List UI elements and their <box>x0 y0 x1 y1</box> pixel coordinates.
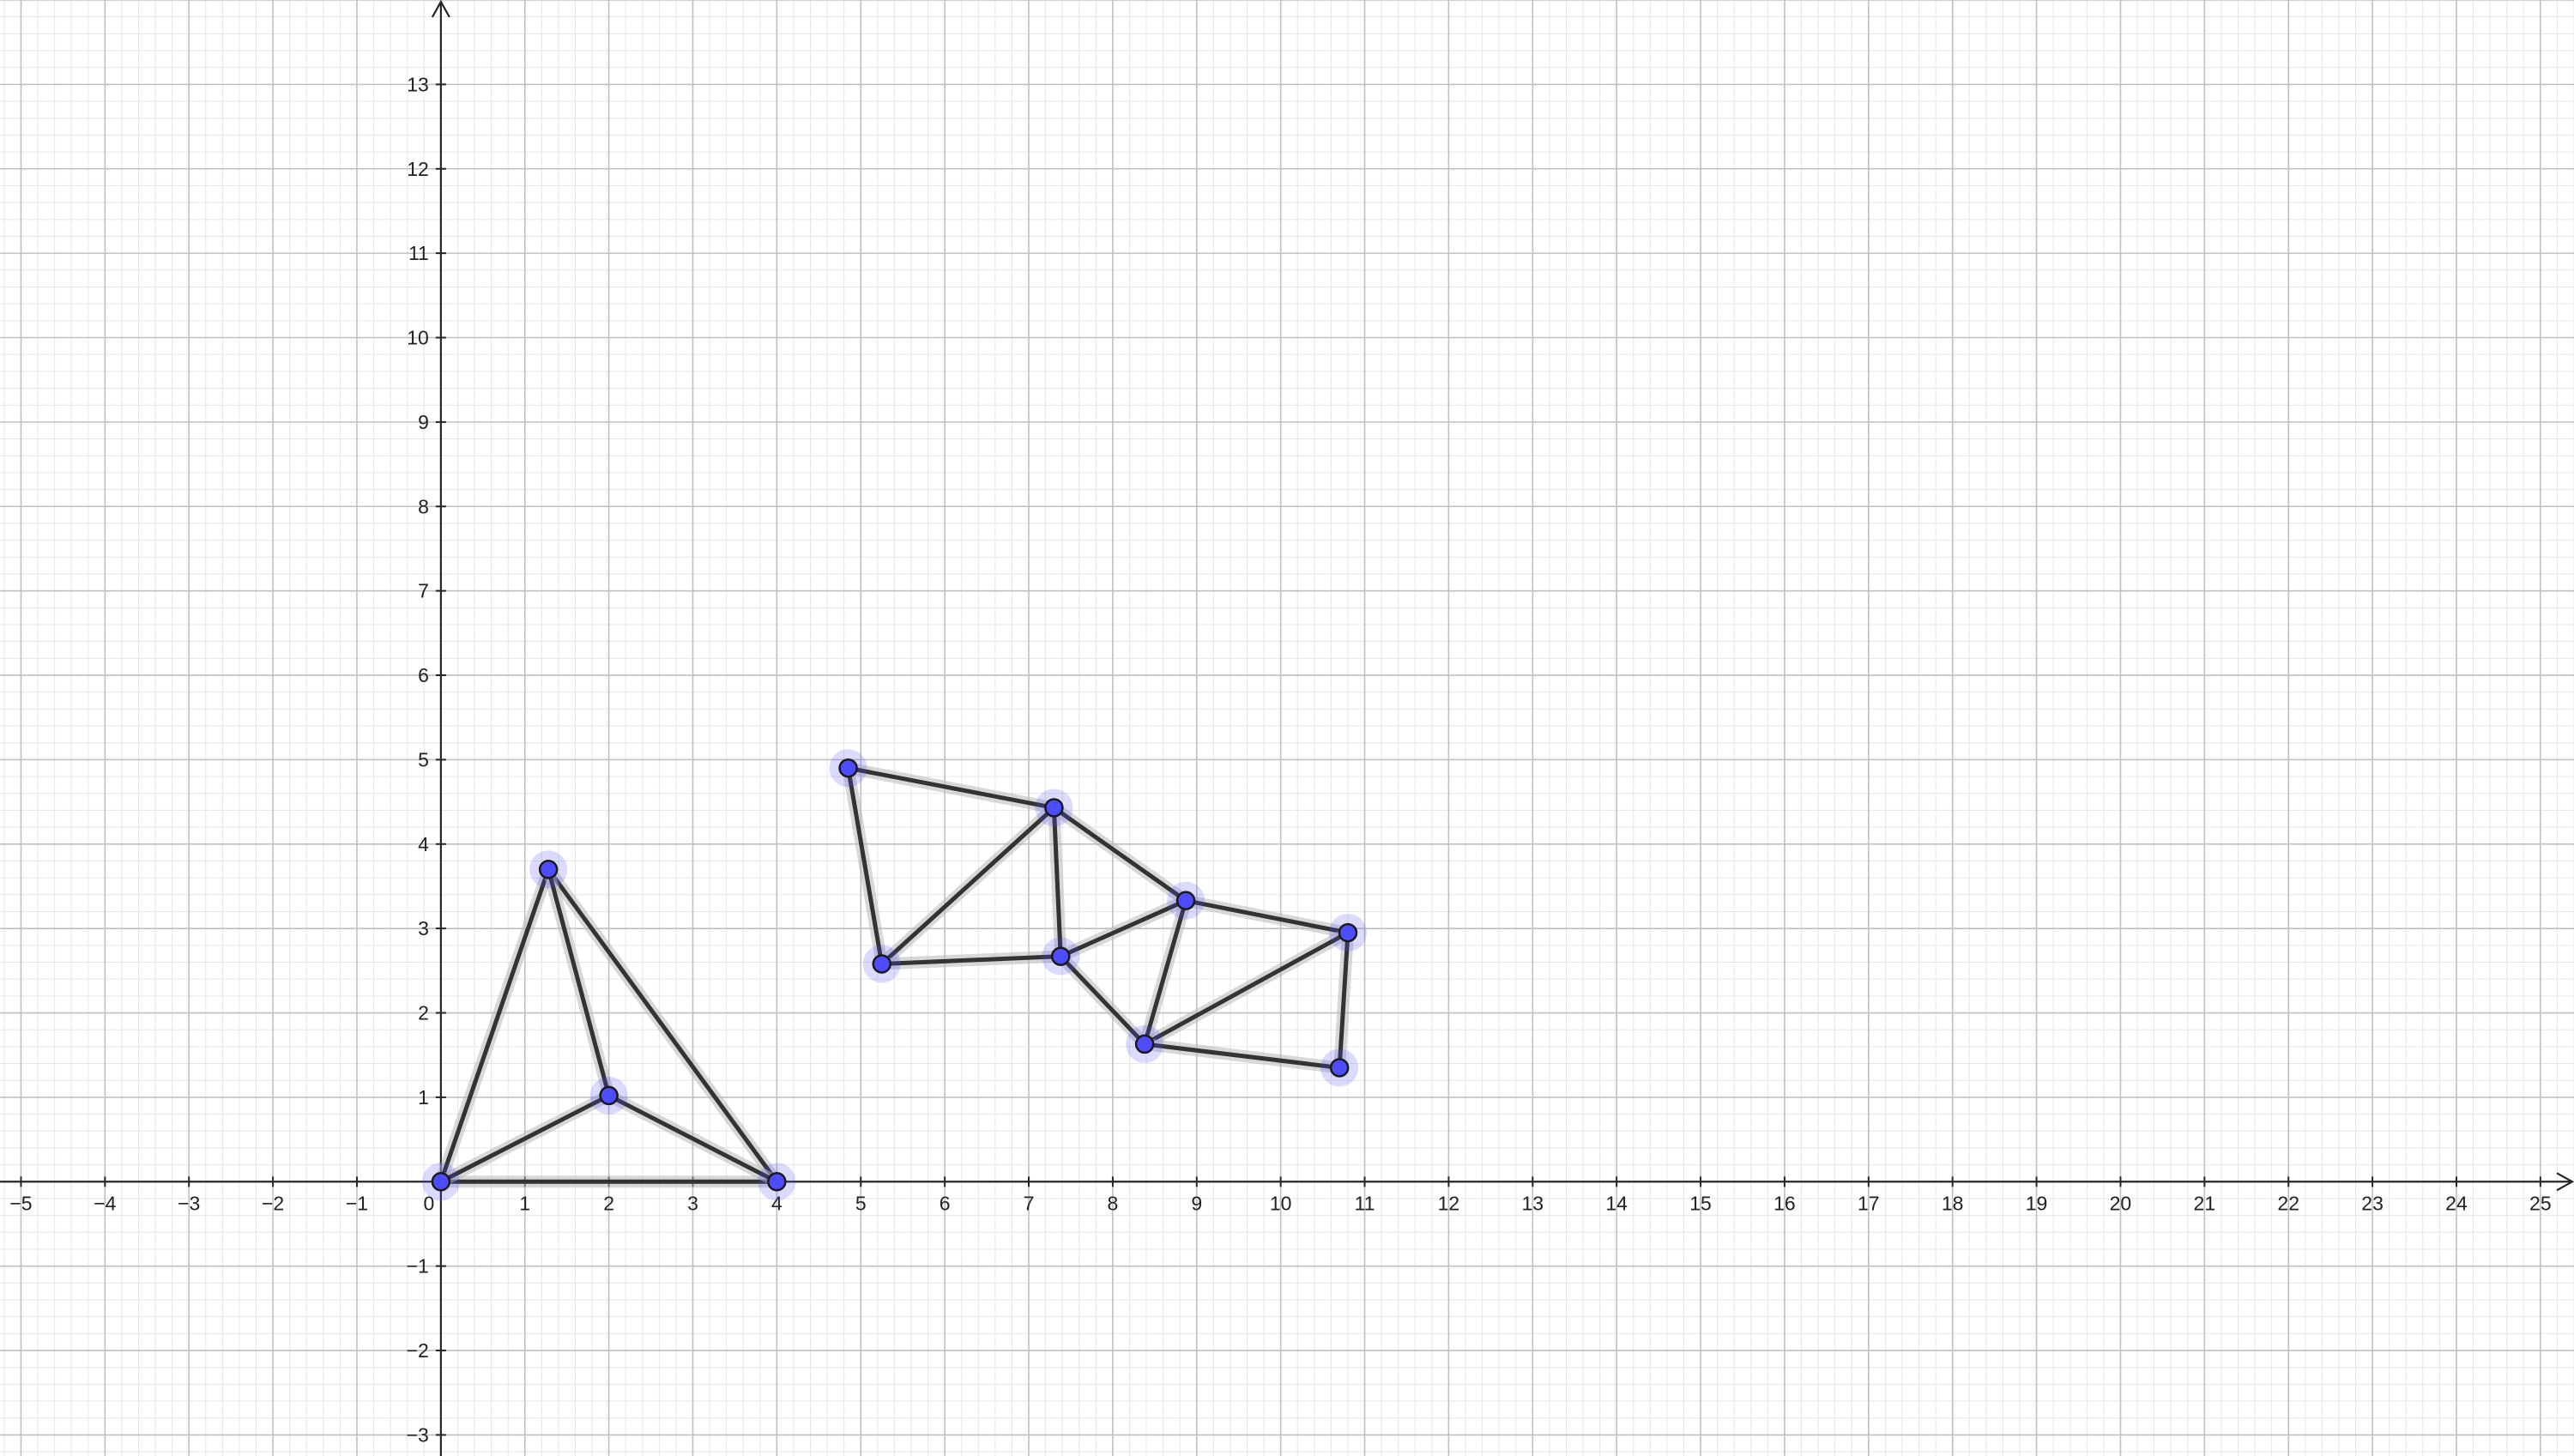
x-tick-label: 13 <box>1522 1192 1544 1214</box>
point <box>1044 798 1064 818</box>
edges <box>434 762 1354 1188</box>
x-tick-label: 7 <box>1024 1192 1035 1214</box>
x-tick-label: 22 <box>2277 1192 2299 1214</box>
x-tick-label: 9 <box>1191 1192 1202 1214</box>
edge-segment <box>438 867 551 1184</box>
y-tick-label: −1 <box>407 1255 429 1278</box>
x-tick-label: −5 <box>9 1192 32 1214</box>
x-tick-label: 14 <box>1605 1192 1628 1214</box>
x-tick-label: 4 <box>771 1192 782 1214</box>
x-tick-label: 1 <box>519 1192 530 1214</box>
edge-segment <box>1058 954 1147 1047</box>
point <box>1175 891 1196 910</box>
point <box>767 1172 787 1192</box>
edge-segment <box>846 765 885 966</box>
points <box>421 749 1367 1201</box>
edge-segment <box>1142 930 1350 1047</box>
x-tick-label: 16 <box>1773 1192 1796 1214</box>
x-axis-arrow <box>2556 1172 2574 1192</box>
x-tick-label: −4 <box>94 1192 116 1214</box>
y-tick-label: 1 <box>418 1086 429 1109</box>
x-tick-label: 17 <box>1858 1192 1880 1214</box>
edge-segment <box>1337 930 1350 1070</box>
x-tick-label: 21 <box>2194 1192 2216 1214</box>
x-tick-label: 18 <box>1942 1192 1964 1214</box>
edge-segment <box>607 1093 779 1184</box>
point <box>1134 1034 1155 1054</box>
edge-segment <box>1051 805 1188 903</box>
point <box>1338 922 1358 943</box>
edge-segment <box>1051 805 1063 959</box>
x-tick-label: 6 <box>940 1192 951 1214</box>
y-tick-label: 11 <box>408 242 429 264</box>
x-tick-label: −1 <box>346 1192 368 1214</box>
x-tick-label: 3 <box>687 1192 698 1214</box>
x-tick-label: 23 <box>2361 1192 2384 1214</box>
x-tick-label: 24 <box>2445 1192 2468 1214</box>
y-tick-label: 5 <box>418 748 429 770</box>
x-tick-label: 20 <box>2110 1192 2132 1214</box>
x-tick-label: 19 <box>2026 1192 2048 1214</box>
edge-segment <box>1058 898 1188 959</box>
x-tick-label: 2 <box>603 1192 614 1214</box>
y-tick-label: 12 <box>407 158 429 180</box>
point <box>1329 1058 1350 1078</box>
x-tick-label: 15 <box>1689 1192 1712 1214</box>
x-tick-label: −3 <box>178 1192 200 1214</box>
edge-segment <box>1183 898 1350 935</box>
y-tick-label: 13 <box>407 73 429 95</box>
edge-segment <box>438 1093 612 1184</box>
x-tick-label: 12 <box>1438 1192 1460 1214</box>
edge-segment <box>879 954 1063 966</box>
y-tick-label: 2 <box>418 1002 429 1024</box>
point <box>431 1172 451 1192</box>
edge-segment <box>879 805 1056 966</box>
point <box>1050 946 1071 966</box>
x-tick-label: 0 <box>423 1192 434 1214</box>
point <box>872 954 891 974</box>
edge-segment <box>1142 1042 1342 1070</box>
x-tick-label: 25 <box>2529 1192 2552 1214</box>
edge-segment <box>546 867 612 1098</box>
edge-segment <box>846 765 1056 810</box>
point <box>599 1085 619 1106</box>
y-tick-label: 9 <box>418 411 429 433</box>
x-tick-label: 8 <box>1108 1192 1119 1214</box>
y-tick-label: 6 <box>418 664 429 686</box>
y-tick-label: 7 <box>418 580 429 602</box>
point <box>538 860 559 879</box>
y-tick-label: 8 <box>418 495 429 517</box>
x-tick-label: 10 <box>1270 1192 1292 1214</box>
y-tick-label: 4 <box>418 833 429 855</box>
x-tick-label: 5 <box>855 1192 867 1214</box>
edge-segment <box>546 867 779 1184</box>
edge-segment <box>1142 898 1188 1047</box>
y-tick-label: 3 <box>418 917 429 939</box>
y-axis-arrow <box>431 0 450 18</box>
y-tick-label: −2 <box>407 1339 429 1362</box>
x-tick-label: 11 <box>1355 1192 1375 1214</box>
point <box>838 758 858 778</box>
y-tick-label: −3 <box>407 1423 429 1446</box>
y-tick-label: 10 <box>407 327 429 349</box>
x-tick-label: −2 <box>262 1192 284 1214</box>
